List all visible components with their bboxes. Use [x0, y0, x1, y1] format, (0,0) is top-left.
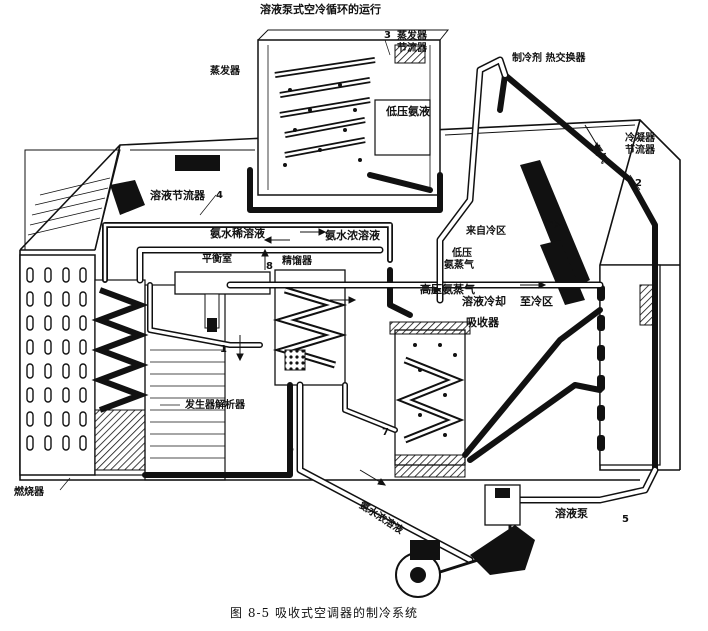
label-from-cooling-zone: 来自冷区 [466, 226, 506, 237]
figure-caption: 图 8-5 吸收式空调器的制冷系统 [230, 606, 418, 620]
light-pipes [136, 56, 659, 564]
number-8: 8 [266, 261, 273, 272]
number-2: 2 [635, 178, 642, 189]
label-evaporator: 蒸发器 [210, 66, 240, 77]
solution-throttle-valve [110, 180, 145, 215]
burner-element [91, 279, 149, 476]
label-generator-analyzer: 发生器解析器 [185, 400, 245, 411]
leader-lines [59, 39, 641, 491]
label-strong-solution: 氨水浓溶液 [325, 229, 380, 242]
label-absorber: 吸收器 [466, 316, 499, 329]
label-condenser-throttle-2: 节流器 [625, 145, 655, 156]
label-rectifier: 精馏器 [282, 256, 312, 267]
number-5: 5 [622, 514, 629, 525]
drip-tray [175, 155, 220, 171]
label-low-pressure-vapor-1: 低压 [452, 248, 472, 259]
label-evap-throttle-2: 节流器 [397, 43, 427, 54]
label-balance-chamber: 平衡室 [202, 254, 232, 265]
number-6: 6 [287, 444, 294, 455]
burner-panel [19, 149, 121, 476]
label-high-pressure-vapor: 高压氨蒸气 [420, 283, 475, 296]
absorber [389, 321, 471, 478]
label-solution-throttle: 溶液节流器 [150, 189, 205, 202]
label-solution-pump: 溶液泵 [555, 507, 588, 520]
number-7: 7 [382, 427, 389, 438]
number-4: 4 [216, 190, 223, 201]
label-solution-cooling: 溶液冷却 [462, 295, 506, 308]
label-low-pressure-vapor-2: 氨蒸气 [444, 260, 474, 271]
solution-pump [395, 484, 535, 598]
label-evap-throttle-1: 蒸发器 [397, 31, 427, 42]
number-1: 1 [220, 344, 227, 355]
flow-arrows [236, 124, 601, 486]
label-to-cooling-zone: 至冷区 [520, 295, 553, 308]
label-condenser-throttle-1: 冷凝器 [625, 133, 655, 144]
rectifier [272, 269, 348, 386]
dark-pipes [102, 72, 658, 478]
diagram-title: 溶液泵式空冷循环的运行 [260, 3, 381, 16]
evaporator [257, 29, 450, 196]
label-refrigerant-hx: 制冷剂 热交换器 [512, 53, 586, 64]
label-dilute-solution: 氨水稀溶液 [210, 227, 265, 240]
label-burner: 燃烧器 [14, 487, 44, 498]
generator-column [144, 271, 271, 481]
label-low-pressure-ammonia-liquid: 低压氨液 [386, 105, 430, 118]
condenser [520, 160, 661, 466]
number-3: 3 [384, 30, 391, 41]
